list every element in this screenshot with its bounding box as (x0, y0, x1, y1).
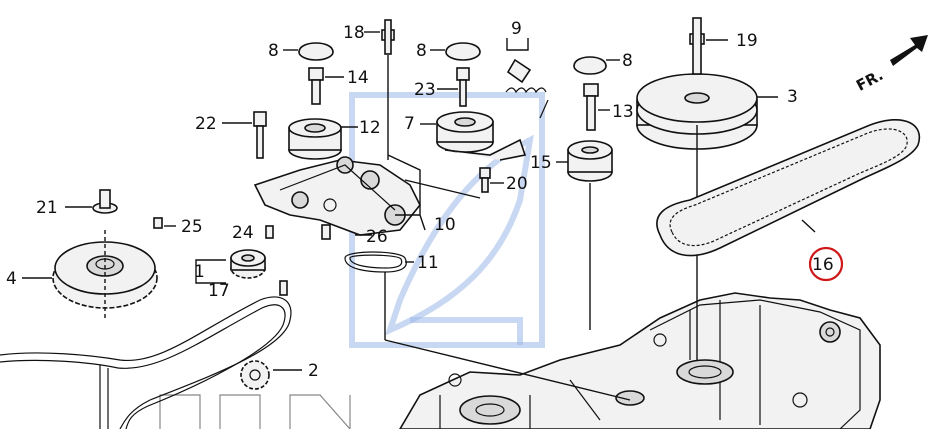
callout-13: 13 (612, 102, 634, 122)
callout-8-b: 8 (416, 41, 427, 61)
callout-23: 23 (414, 80, 436, 100)
callout-15: 15 (530, 153, 552, 173)
callout-11: 11 (417, 253, 439, 273)
bolt-part-18 (364, 19, 395, 160)
callout-4: 4 (6, 269, 17, 289)
callout-26: 26 (366, 227, 388, 247)
callout-1: 1 (194, 262, 205, 282)
pulley-part-12 (288, 118, 358, 160)
callout-8-a: 8 (268, 41, 279, 61)
callout-2: 2 (308, 361, 319, 381)
callout-9: 9 (511, 19, 522, 39)
pin-part-24 (265, 225, 274, 239)
honda-wordmark (159, 394, 351, 429)
idler-pulley-part-7 (420, 111, 527, 161)
drive-gear-part-4 (52, 230, 158, 320)
callout-17: 17 (208, 281, 230, 301)
collar-part-15 (556, 140, 613, 330)
small-pin-part-17 (279, 280, 288, 296)
tensioner-bracket (253, 154, 481, 240)
callout-16: 16 (812, 255, 834, 275)
bolt-part-23 (437, 67, 470, 107)
crankcase-housing (399, 292, 881, 429)
front-label: FR. (853, 66, 886, 95)
leader-1 (195, 259, 226, 284)
bolt-part-22 (222, 111, 267, 159)
cap-part-8-c (573, 56, 620, 75)
callout-12: 12 (359, 118, 381, 138)
pin-part-25 (153, 217, 176, 229)
timing-belt-lower (0, 296, 292, 429)
callout-21: 21 (36, 198, 58, 218)
highlight-circle-16 (808, 246, 844, 282)
callout-8-c: 8 (622, 51, 633, 71)
crank-pulley-part-3 (636, 73, 778, 150)
sprocket-part-2 (240, 360, 302, 390)
callout-14: 14 (347, 68, 369, 88)
callout-3: 3 (787, 87, 798, 107)
bolt-part-21 (65, 189, 118, 214)
front-direction-arrow (890, 35, 928, 66)
bolt-part-20 (479, 167, 504, 193)
spring-part-9 (505, 38, 549, 119)
bolt-part-14 (308, 67, 344, 105)
bolt-part-13 (583, 83, 610, 131)
callout-22: 22 (195, 114, 217, 134)
callout-19: 19 (736, 31, 758, 51)
drive-belt-part-16 (656, 119, 921, 257)
callout-18: 18 (343, 23, 365, 43)
o-ring-part-11 (344, 251, 631, 401)
small-gear-part-1 (230, 249, 266, 279)
cap-part-8-b (430, 42, 481, 61)
callout-10: 10 (434, 215, 456, 235)
callout-25: 25 (181, 217, 203, 237)
callout-7: 7 (404, 114, 415, 134)
callout-24: 24 (232, 223, 254, 243)
cap-part-8-a (283, 42, 334, 61)
callout-20: 20 (506, 174, 528, 194)
